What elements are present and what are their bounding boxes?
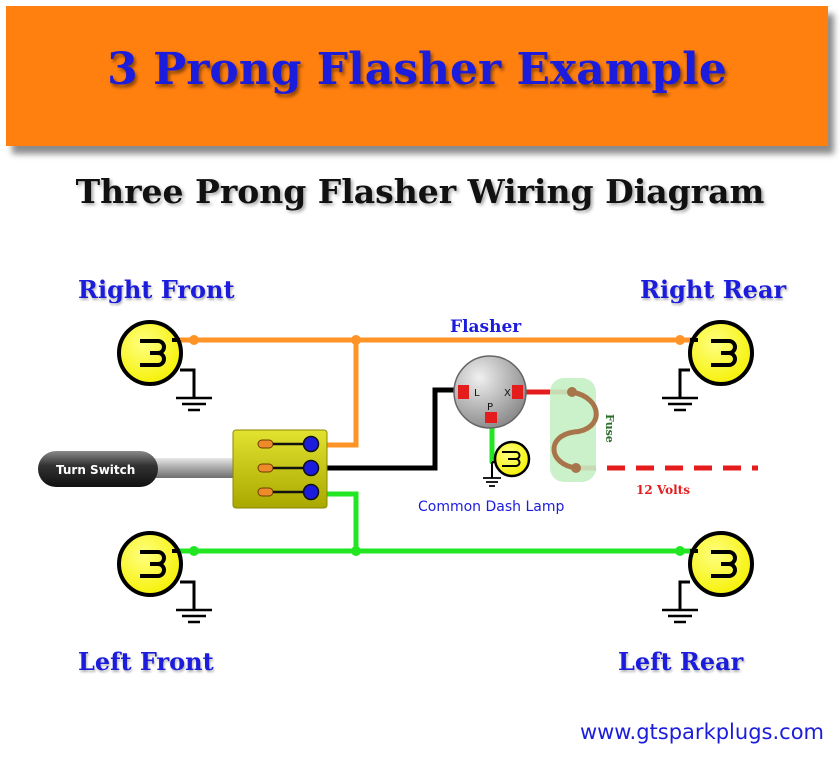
title-banner: 3 Prong Flasher Example	[6, 6, 828, 146]
orange-wire	[169, 337, 701, 448]
flasher-label: Flasher	[450, 317, 522, 337]
website-url: www.gtsparkplugs.com	[579, 720, 824, 744]
bulb-right-front	[117, 320, 212, 412]
label-left-front: Left Front	[78, 647, 214, 676]
flasher-pin-p: P	[487, 402, 493, 413]
green-junction-center	[351, 546, 361, 556]
switch-terminal-bottom	[302, 483, 320, 501]
orange-junction-right	[675, 335, 685, 345]
label-right-rear: Right Rear	[640, 275, 787, 304]
fuse	[550, 378, 599, 482]
dash-lamp-label: Common Dash Lamp	[418, 499, 564, 515]
turn-switch-label: Turn Switch	[56, 463, 135, 477]
orange-junction-left	[189, 335, 199, 345]
banner-title: 3 Prong Flasher Example	[107, 44, 727, 95]
diagram-subtitle: Three Prong Flasher Wiring Diagram	[75, 172, 765, 211]
bulb-left-rear	[662, 531, 754, 624]
label-left-rear: Left Rear	[618, 647, 744, 676]
flasher-unit: L X P	[453, 355, 527, 429]
switch-terminal-top	[302, 435, 320, 453]
fuse-label: Fuse	[603, 414, 616, 443]
black-wire	[318, 387, 462, 471]
orange-junction-center	[351, 335, 361, 345]
label-right-front: Right Front	[78, 275, 235, 304]
dash-lamp	[483, 440, 531, 487]
green-junction-left	[189, 546, 199, 556]
turn-switch	[38, 429, 328, 509]
flasher-pin-x: X	[504, 388, 511, 399]
bulb-left-front	[117, 531, 212, 624]
bulb-right-rear	[662, 320, 754, 412]
switch-terminal-center	[302, 459, 320, 477]
flasher-pin-l: L	[474, 388, 480, 399]
green-junction-right	[675, 546, 685, 556]
voltage-label: 12 Volts	[636, 483, 690, 497]
